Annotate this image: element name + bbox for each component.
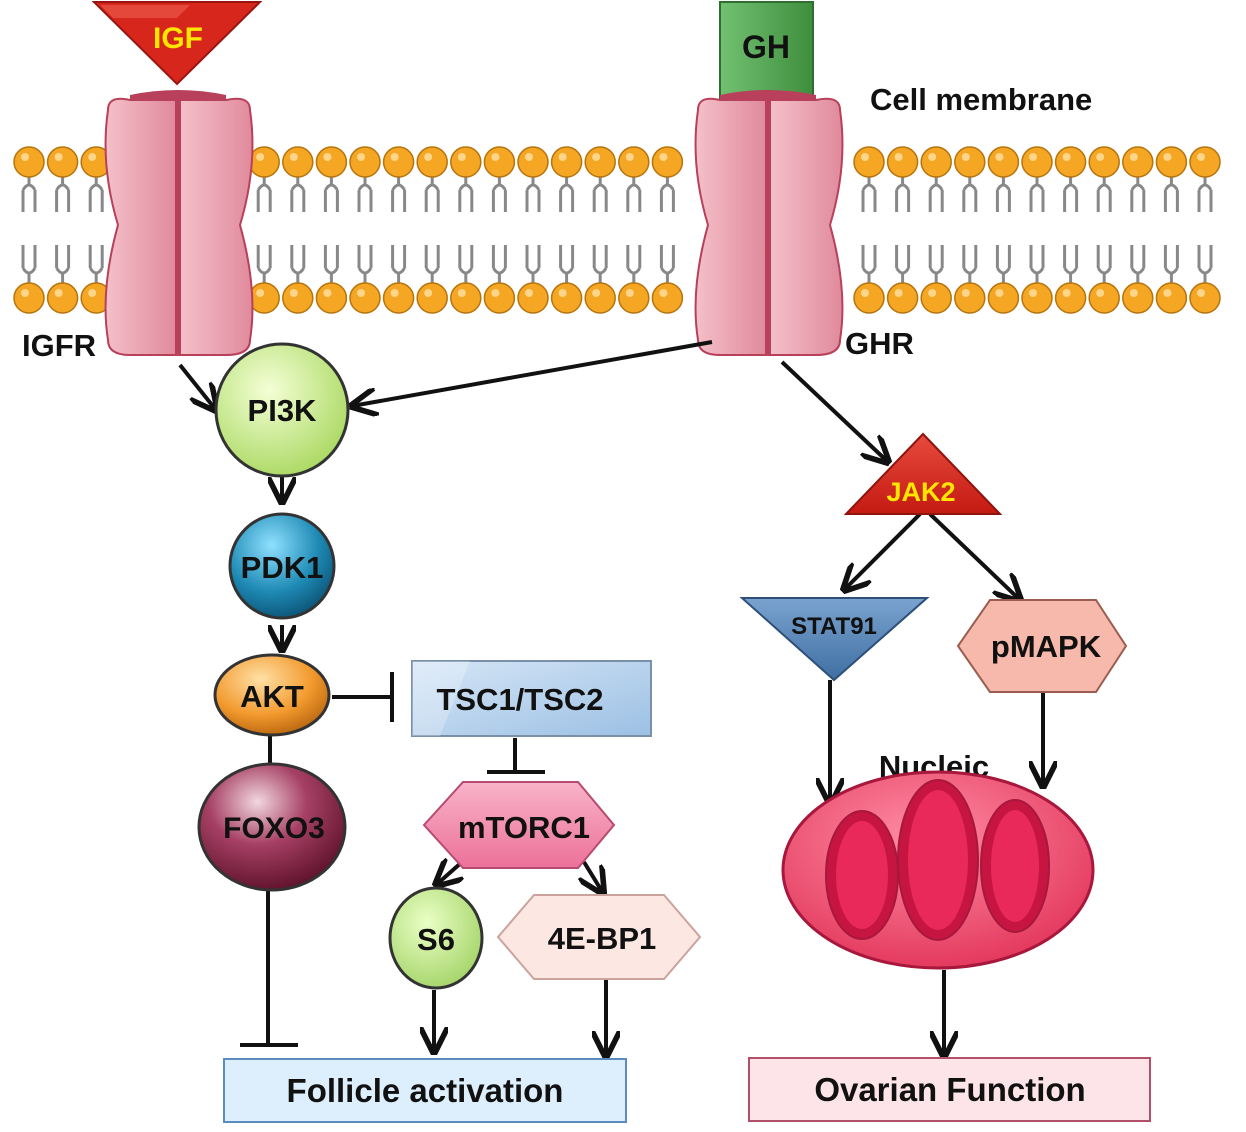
lipid-molecule	[80, 146, 112, 314]
arrow-mtorc1-s6	[436, 862, 462, 885]
arrow-jak2-stat91	[844, 512, 922, 590]
ghr-label: GHR	[845, 326, 914, 361]
lipid-molecule	[987, 146, 1020, 314]
pdk1-node: PDK1	[228, 512, 336, 620]
arrow-mtorc1-4ebp1	[584, 860, 603, 893]
pathway-connectors	[178, 340, 1043, 1056]
lipid-molecule	[450, 146, 482, 314]
lipid-molecule	[517, 146, 549, 314]
igf-label: IGF	[153, 22, 203, 55]
lipid-molecule	[584, 146, 616, 314]
stat91-label: STAT91	[791, 613, 877, 640]
tsc-label: TSC1/TSC2	[436, 682, 603, 717]
mtorc1-node: mTORC1	[422, 781, 616, 869]
foxo3-node: FOXO3	[197, 762, 347, 892]
lipid-molecule	[853, 146, 885, 314]
lipid-molecule	[248, 146, 280, 314]
lipid-molecule	[886, 146, 919, 314]
akt-label: AKT	[240, 679, 304, 714]
stat91-node: STAT91	[739, 597, 930, 682]
arrow-jak2-pmapk	[928, 512, 1020, 600]
lipid-molecule	[954, 146, 986, 314]
gh-ligand: GH	[719, 1, 814, 109]
lipid-molecule	[618, 146, 650, 314]
s6-node: S6	[388, 886, 484, 990]
lipid-molecule	[1088, 146, 1120, 314]
lipid-molecule	[315, 146, 348, 314]
lipid-molecule	[382, 146, 415, 314]
jak2-node: JAK2	[843, 432, 1003, 515]
pmapk-label: pMAPK	[991, 629, 1102, 664]
lipid-bilayer	[13, 146, 1221, 314]
lipid-molecule	[46, 146, 79, 314]
gh-label: GH	[742, 29, 790, 65]
igf-ligand: IGF	[91, 1, 263, 86]
follicle-label: Follicle activation	[287, 1072, 564, 1109]
lipid-molecule	[282, 146, 314, 314]
lipid-molecule	[1189, 146, 1221, 314]
lipid-molecule	[920, 146, 952, 314]
pi3k-label: PI3K	[248, 393, 318, 428]
pdk1-label: PDK1	[241, 550, 324, 585]
s6-label: S6	[417, 922, 455, 957]
igfr-receptor	[104, 90, 254, 356]
lipid-molecule	[550, 146, 583, 314]
follicle-activation-box: Follicle activation	[223, 1058, 627, 1123]
ovarian-label: Ovarian Function	[814, 1071, 1085, 1108]
ovarian-function-box: Ovarian Function	[748, 1057, 1151, 1122]
lipid-molecule	[13, 146, 45, 314]
arrow-ghr-pi3k	[352, 340, 713, 406]
arrow-ghr-jak2	[780, 360, 888, 462]
jak2-label: JAK2	[886, 477, 955, 507]
cell-membrane-label: Cell membrane	[870, 82, 1092, 117]
lipid-molecule	[651, 146, 684, 314]
lipid-molecule	[1021, 146, 1053, 314]
lipid-molecule	[1054, 146, 1087, 314]
mtorc1-label: mTORC1	[458, 810, 590, 845]
foxo3-label: FOXO3	[223, 812, 325, 845]
lipid-molecule	[1122, 146, 1154, 314]
arrow-igfr-pi3k	[178, 363, 216, 410]
ghr-receptor	[694, 90, 844, 356]
lipid-molecule	[1155, 146, 1188, 314]
igfr-label: IGFR	[22, 328, 96, 363]
lipid-molecule	[483, 146, 516, 314]
lipid-molecule	[416, 146, 448, 314]
pi3k-node: PI3K	[214, 342, 350, 478]
akt-node: AKT	[213, 653, 331, 737]
4ebp1-node: 4E-BP1	[496, 894, 702, 980]
4ebp1-label: 4E-BP1	[548, 921, 657, 956]
pmapk-node: pMAPK	[956, 599, 1128, 693]
tsc-node: TSC1/TSC2	[411, 660, 652, 737]
nucleus-organelle	[781, 770, 1095, 970]
lipid-molecule	[349, 146, 381, 314]
